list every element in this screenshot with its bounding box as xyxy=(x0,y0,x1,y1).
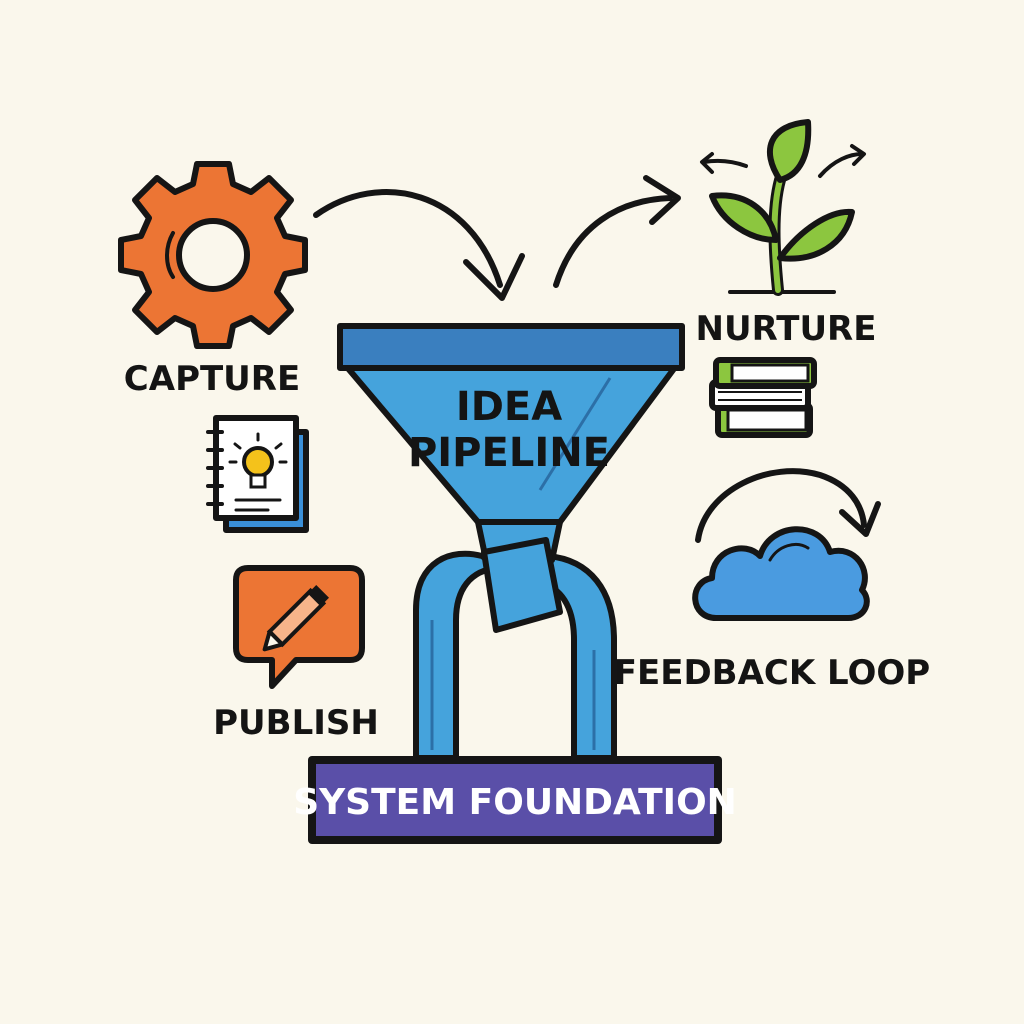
funnel-title-line1: IDEA xyxy=(456,384,562,430)
book-stack-icon xyxy=(709,357,817,438)
cloud-icon xyxy=(692,526,870,621)
gear-icon xyxy=(118,161,308,349)
publish-label: PUBLISH xyxy=(213,703,379,743)
funnel-to-nurture-arrow xyxy=(553,175,681,288)
nurture-label: NURTURE xyxy=(696,309,877,349)
feedback-loop-arrow xyxy=(695,468,881,543)
funnel-title-line2: PIPELINE xyxy=(408,430,610,476)
system-foundation-label: SYSTEM FOUNDATION xyxy=(293,782,737,823)
feedback-loop-label: FEEDBACK LOOP xyxy=(614,653,930,693)
sprout-icon xyxy=(700,119,866,296)
funnel xyxy=(337,323,685,761)
system-foundation-bar xyxy=(308,756,722,844)
speech-bubble-pencil-icon xyxy=(233,565,365,689)
capture-label: CAPTURE xyxy=(124,359,300,399)
capture-to-funnel-arrow xyxy=(313,189,525,301)
notebook-lightbulb-icon xyxy=(206,415,309,533)
